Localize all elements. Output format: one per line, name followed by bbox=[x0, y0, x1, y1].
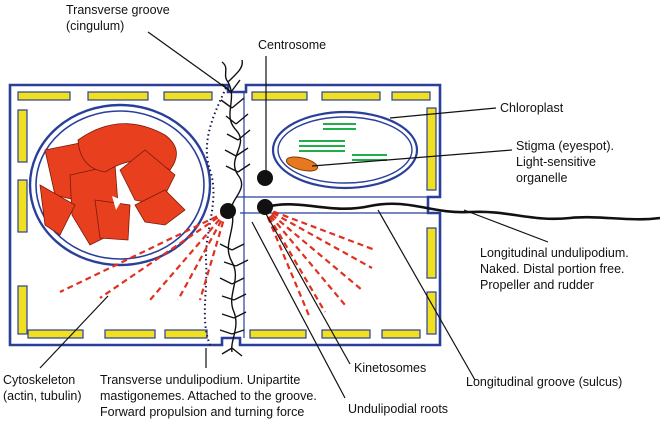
plate bbox=[17, 109, 28, 163]
plate bbox=[321, 91, 381, 101]
nucleus bbox=[28, 103, 212, 267]
label-undulipodial-roots: Undulipodial roots bbox=[348, 402, 448, 416]
label-longitudinal-undulipodium: Longitudinal undulipodium. Naked. Distal… bbox=[480, 246, 632, 292]
plate bbox=[87, 91, 149, 101]
plate bbox=[17, 91, 71, 101]
transverse-groove bbox=[203, 87, 227, 346]
longitudinal-undulipodium bbox=[265, 202, 661, 221]
undulipodial-roots bbox=[59, 206, 376, 319]
label-transverse-undulipodium: Transverse undulipodium. Unipartite mast… bbox=[100, 373, 320, 419]
label-longitudinal-groove: Longitudinal groove (sulcus) bbox=[466, 375, 622, 389]
label-stigma: Stigma (eyespot). Light-sensitive organe… bbox=[516, 139, 617, 185]
thecal-plates bbox=[17, 91, 437, 339]
plate bbox=[17, 179, 28, 233]
plate bbox=[391, 91, 431, 101]
stigma-eyespot bbox=[285, 156, 319, 172]
chromatin bbox=[39, 123, 186, 246]
centrosome bbox=[257, 170, 273, 186]
label-transverse-groove: Transverse groove (cingulum) bbox=[66, 3, 173, 33]
plate bbox=[27, 329, 84, 339]
thylakoids bbox=[299, 123, 387, 161]
plate bbox=[164, 329, 208, 339]
transverse-undulipodium bbox=[219, 59, 251, 357]
plate bbox=[426, 227, 437, 279]
label-centrosome: Centrosome bbox=[258, 38, 326, 52]
label-chloroplast: Chloroplast bbox=[500, 101, 564, 115]
plate bbox=[251, 91, 308, 101]
cell-wall bbox=[8, 83, 442, 347]
plate bbox=[321, 329, 371, 339]
plate bbox=[426, 291, 437, 335]
kinetosome-longitudinal bbox=[257, 199, 273, 215]
leader-lines bbox=[39, 31, 549, 399]
plate bbox=[17, 285, 28, 335]
chloroplast bbox=[271, 110, 419, 190]
plate bbox=[104, 329, 156, 339]
plate bbox=[381, 329, 421, 339]
plate bbox=[426, 107, 437, 191]
plate bbox=[249, 329, 307, 339]
kinetosome-transverse bbox=[220, 203, 236, 219]
plate bbox=[163, 91, 213, 101]
label-cytoskeleton: Cytoskeleton (actin, tubulin) bbox=[3, 373, 82, 403]
label-kinetosomes: Kinetosomes bbox=[354, 361, 426, 375]
kinetosomes bbox=[220, 170, 273, 219]
